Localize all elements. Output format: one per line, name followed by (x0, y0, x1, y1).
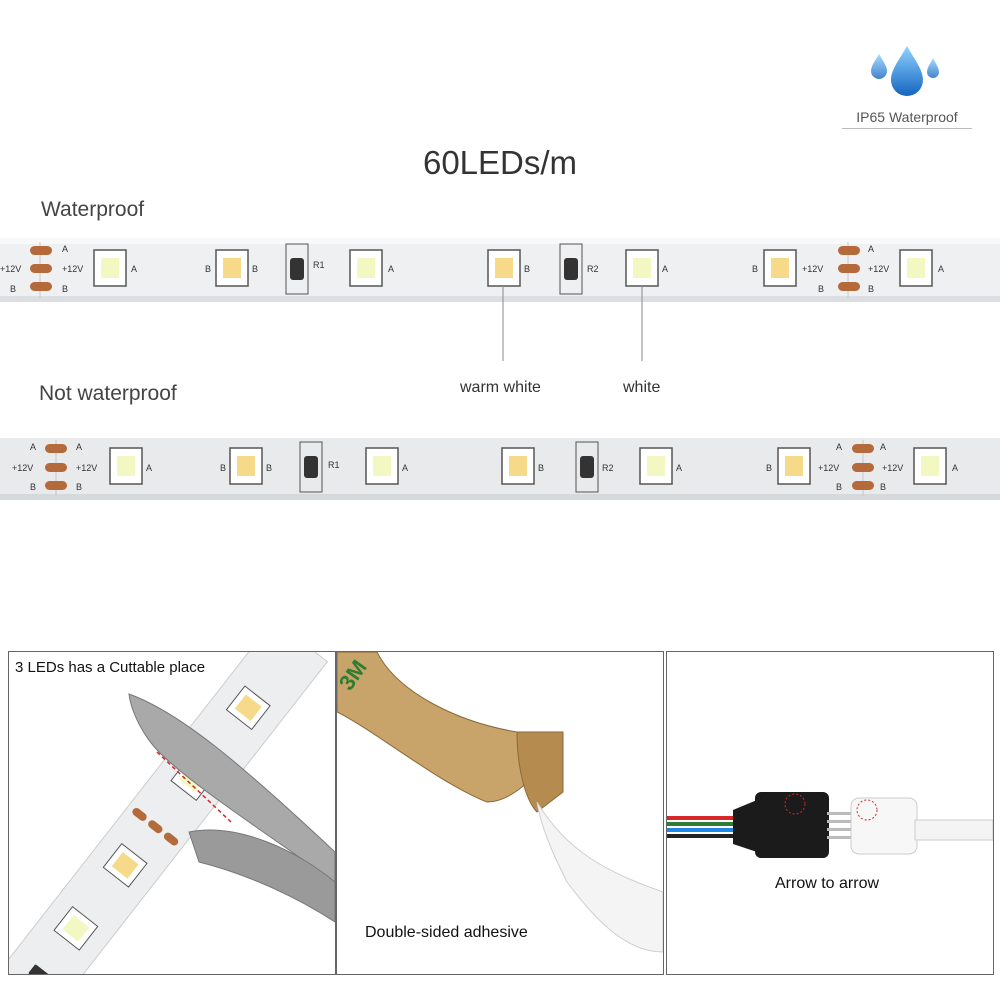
connector-panel: Arrow to arrow (666, 651, 994, 975)
svg-text:A: A (836, 442, 842, 452)
svg-text:A: A (146, 463, 152, 473)
waterproof-strip: A +12V +12V B B A B B R1 A B R2 A B +12V… (0, 238, 1000, 302)
led-warm (215, 249, 249, 287)
white-label: white (623, 379, 661, 396)
led-cool (365, 447, 399, 485)
svg-text:A: A (952, 463, 958, 473)
scissors-icon (128, 693, 335, 923)
ip65-badge: IP65 Waterproof (842, 42, 972, 129)
resistor (575, 441, 599, 493)
led-warm (777, 447, 811, 485)
led-cool (913, 447, 947, 485)
svg-text:B: B (76, 482, 82, 492)
led-cool (109, 447, 143, 485)
not-waterproof-strip: A A +12V +12V B B A B B R1 A B R2 A B +1… (0, 438, 1000, 500)
cut-illustration (9, 652, 335, 974)
adhesive-panel: 3M Double-sided adhesive (336, 651, 664, 975)
svg-text:R1: R1 (313, 260, 325, 270)
svg-text:B: B (524, 264, 530, 274)
svg-text:B: B (266, 463, 272, 473)
led-warm (763, 249, 797, 287)
connector-caption: Arrow to arrow (775, 875, 880, 892)
svg-text:A: A (676, 463, 682, 473)
waterproof-label: Waterproof (41, 198, 145, 221)
svg-text:A: A (62, 244, 68, 254)
adhesive-illustration: 3M (337, 652, 663, 953)
svg-text:A: A (131, 264, 137, 274)
svg-text:B: B (880, 482, 886, 492)
led-cool (349, 249, 383, 287)
svg-text:B: B (752, 264, 758, 274)
led-warm (487, 249, 521, 287)
svg-text:+12V: +12V (882, 463, 903, 473)
svg-text:B: B (818, 284, 824, 294)
svg-text:A: A (30, 442, 36, 452)
svg-text:+12V: +12V (818, 463, 839, 473)
adhesive-caption: Double-sided adhesive (365, 924, 528, 941)
svg-text:+12V: +12V (76, 463, 97, 473)
svg-text:R1: R1 (328, 460, 340, 470)
svg-text:A: A (388, 264, 394, 274)
led-warm (229, 447, 263, 485)
svg-text:B: B (252, 264, 258, 274)
svg-text:A: A (402, 463, 408, 473)
svg-text:B: B (62, 284, 68, 294)
svg-text:B: B (10, 284, 16, 294)
led-warm (501, 447, 535, 485)
water-drops-icon (871, 46, 939, 96)
cut-panel: 3 LEDs has a Cuttable place (8, 651, 336, 975)
svg-text:+12V: +12V (12, 463, 33, 473)
svg-text:B: B (766, 463, 772, 473)
svg-text:+12V: +12V (868, 264, 889, 274)
svg-text:A: A (938, 264, 944, 274)
svg-text:A: A (880, 442, 886, 452)
solder-pads-right (838, 242, 860, 298)
ip65-text: IP65 Waterproof (842, 109, 972, 129)
svg-text:A: A (868, 244, 874, 254)
svg-text:B: B (220, 463, 226, 473)
svg-text:R2: R2 (587, 264, 599, 274)
led-cool (899, 249, 933, 287)
svg-text:R2: R2 (602, 463, 614, 473)
solder-pads-left (45, 440, 67, 496)
led-cool (93, 249, 127, 287)
svg-text:A: A (662, 264, 668, 274)
svg-text:B: B (538, 463, 544, 473)
led-cool (639, 447, 673, 485)
svg-text:+12V: +12V (802, 264, 823, 274)
svg-text:B: B (205, 264, 211, 274)
not-waterproof-label: Not waterproof (39, 382, 177, 405)
page-title: 60LEDs/m (422, 144, 578, 181)
svg-text:+12V: +12V (62, 264, 83, 274)
svg-text:+12V: +12V (0, 264, 21, 274)
solder-pads-left (30, 242, 52, 298)
cut-caption: 3 LEDs has a Cuttable place (15, 659, 206, 676)
svg-text:B: B (868, 284, 874, 294)
resistor (299, 441, 323, 493)
resistor (285, 243, 309, 295)
connector-illustration (667, 792, 993, 858)
svg-text:B: B (30, 482, 36, 492)
led-cool (625, 249, 659, 287)
solder-pads-right (852, 440, 874, 496)
callout-lines (502, 286, 643, 361)
resistor (559, 243, 583, 295)
warm-white-label: warm white (460, 379, 541, 396)
svg-text:B: B (836, 482, 842, 492)
svg-text:A: A (76, 442, 82, 452)
